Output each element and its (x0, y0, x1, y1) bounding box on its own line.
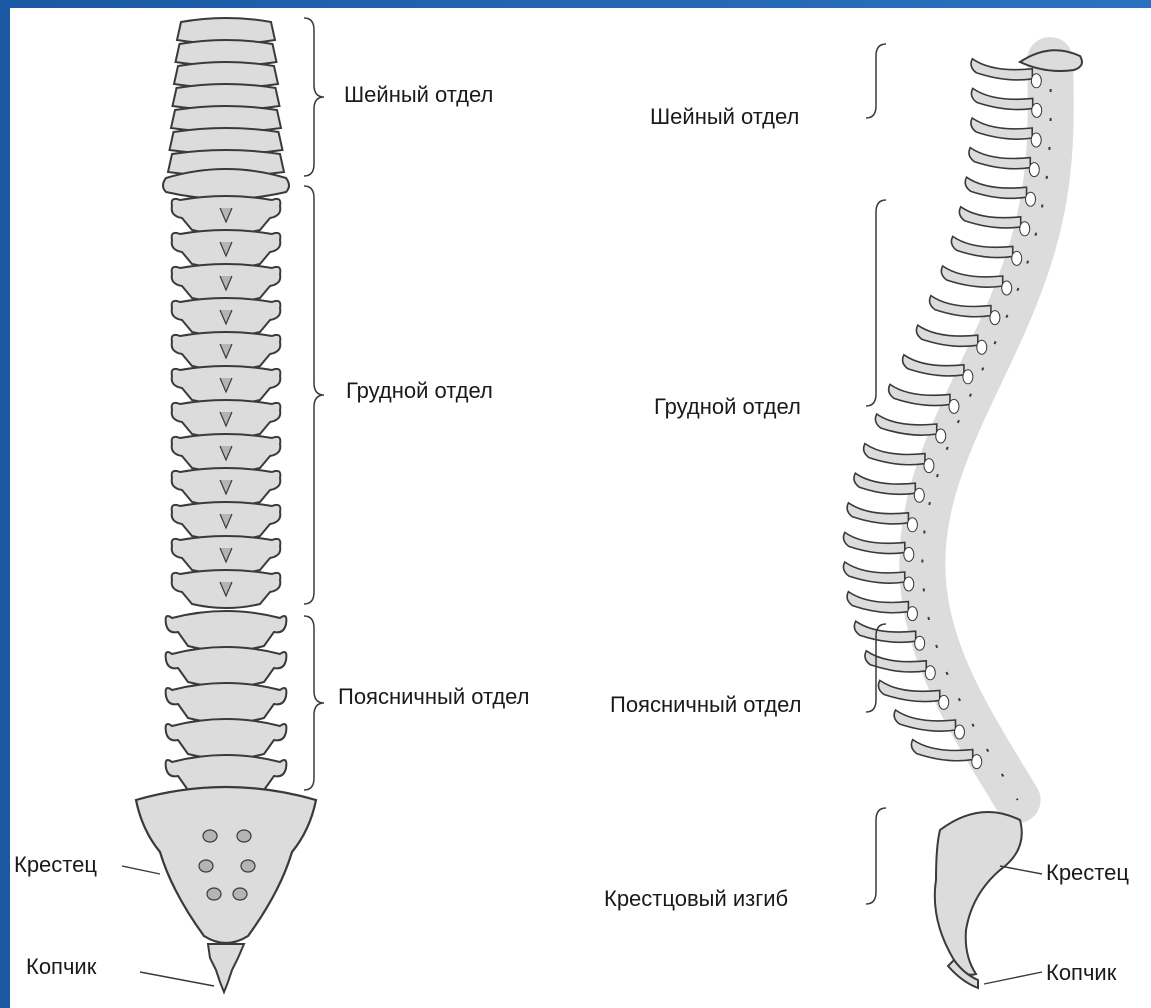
front-label-thoracic: Грудной отдел (346, 380, 493, 402)
spinous-process-side (916, 325, 977, 346)
side-label-cervical: Шейный отдел (650, 106, 799, 128)
side-label-lumbar: Поясничный отдел (610, 694, 802, 716)
intervertebral-foramen (949, 399, 959, 413)
intervertebral-foramen (954, 725, 964, 739)
spinous-process-side (875, 414, 936, 435)
coccyx-bone (208, 944, 244, 992)
spinous-process-side (951, 236, 1012, 257)
spinous-process-side (864, 444, 925, 465)
front-label-coccyx: Копчик (26, 956, 96, 978)
leader-side-sacrum (1000, 866, 1042, 874)
side-brace-cervical (866, 44, 886, 118)
intervertebral-foramen (972, 755, 982, 769)
intervertebral-foramen (963, 370, 973, 384)
side-view-spine (843, 50, 1082, 988)
side-brace-thoracic (866, 200, 886, 406)
intervertebral-foramen (939, 695, 949, 709)
intervertebral-foramen (990, 311, 1000, 325)
spinous-process-side (903, 355, 964, 376)
intervertebral-foramen (1031, 74, 1041, 88)
intervertebral-foramen (1031, 133, 1041, 147)
front-brace-cervical (304, 18, 324, 176)
spinous-process-side (854, 473, 915, 494)
front-brace-thoracic (304, 186, 324, 604)
sacrum-side (935, 812, 1022, 975)
sacrum-bone (136, 787, 316, 943)
lumbar-vertebra (166, 611, 287, 651)
sacral-foramen (207, 888, 221, 900)
spinous-process-side (971, 118, 1032, 139)
spinous-process-side (930, 296, 991, 317)
intervertebral-foramen (914, 488, 924, 502)
region-brackets (304, 18, 886, 904)
front-label-lumbar: Поясничный отдел (338, 686, 530, 708)
leader-front-sacrum (122, 866, 160, 874)
intervertebral-foramen (907, 518, 917, 532)
spinous-process-side (889, 384, 950, 405)
intervertebral-foramen (1029, 163, 1039, 177)
spinous-process-side (847, 592, 908, 613)
sacral-foramen (203, 830, 217, 842)
intervertebral-foramen (924, 459, 934, 473)
sacral-foramen (237, 830, 251, 842)
spinous-process-side (843, 562, 904, 583)
intervertebral-foramen (1032, 103, 1042, 117)
c7-vertebra (163, 169, 289, 199)
intervertebral-foramen (1026, 192, 1036, 206)
intervertebral-foramen (904, 577, 914, 591)
spinous-process-side (847, 503, 908, 524)
side-label-sacrum: Крестец (1046, 862, 1129, 884)
intervertebral-foramen (1012, 251, 1022, 265)
spinous-process-side (941, 266, 1002, 287)
intervertebral-foramen (925, 666, 935, 680)
intervertebral-foramen (936, 429, 946, 443)
front-label-sacrum: Крестец (14, 854, 97, 876)
spinous-process-side (959, 207, 1020, 228)
spinous-process-side (969, 148, 1030, 169)
side-label-thoracic: Грудной отдел (654, 396, 801, 418)
intervertebral-foramen (977, 340, 987, 354)
sacral-foramen (199, 860, 213, 872)
intervertebral-foramen (904, 547, 914, 561)
sacral-foramen (233, 888, 247, 900)
front-brace-lumbar (304, 616, 324, 790)
sacral-foramen (241, 860, 255, 872)
leader-front-coccyx (140, 972, 214, 986)
side-brace-sacral (866, 808, 886, 904)
lumbar-vertebra (166, 719, 287, 759)
intervertebral-foramen (915, 636, 925, 650)
lumbar-vertebra (166, 647, 287, 687)
intervertebral-foramen (1002, 281, 1012, 295)
spinous-process-side (971, 88, 1032, 109)
spinous-process-side (843, 532, 904, 553)
front-label-cervical: Шейный отдел (344, 84, 493, 106)
front-view-spine (136, 18, 316, 992)
spinous-process-side (965, 177, 1026, 198)
side-label-sacral-curve: Крестцовый изгиб (604, 888, 788, 910)
intervertebral-foramen (1020, 222, 1030, 236)
intervertebral-foramen (907, 607, 917, 621)
leader-side-coccyx (984, 972, 1042, 984)
lumbar-vertebra (166, 683, 287, 723)
side-label-coccyx: Копчик (1046, 962, 1116, 984)
